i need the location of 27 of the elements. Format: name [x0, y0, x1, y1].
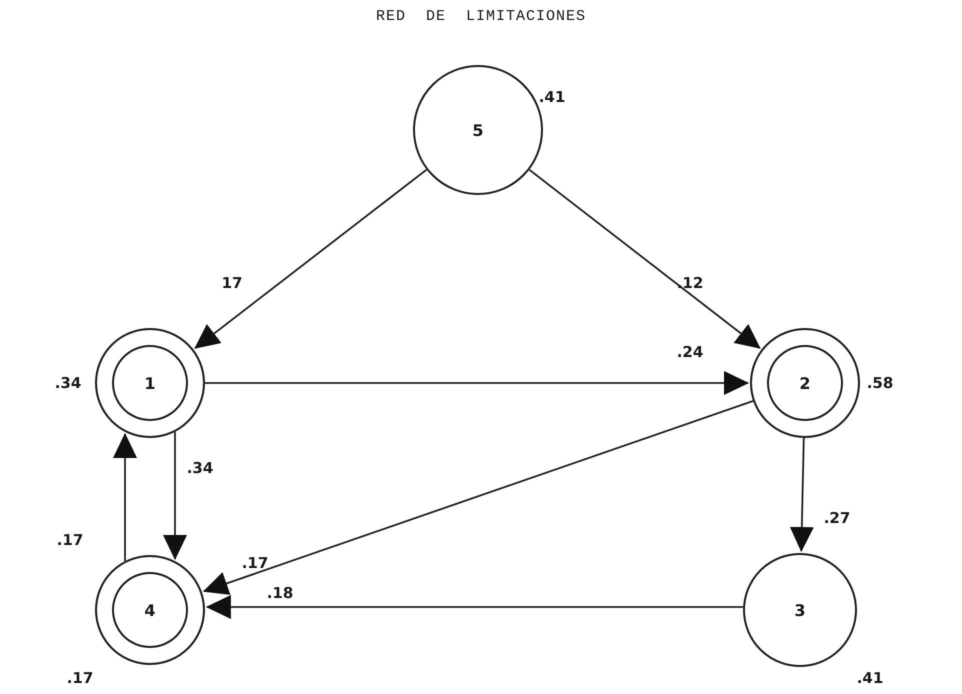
arrow	[202, 400, 754, 595]
diagram-title: RED DE LIMITACIONES	[374, 8, 588, 25]
node-number: 4	[144, 600, 156, 620]
arrow	[113, 433, 137, 561]
edge-label: .24	[676, 343, 704, 361]
arrow	[163, 432, 187, 560]
node-value: .41	[538, 88, 566, 106]
node-value: .34	[54, 374, 82, 392]
node-number: 1	[144, 374, 156, 392]
edge-label: .34	[186, 459, 214, 477]
arrow	[790, 438, 814, 552]
edge-label: 17	[222, 274, 242, 292]
arrow	[194, 168, 428, 349]
edge-label: .27	[824, 509, 850, 527]
node-value: .41	[856, 669, 884, 687]
edge-label: .17	[242, 554, 268, 572]
node-value: .17	[66, 669, 94, 687]
arrow	[206, 595, 744, 619]
edge-label: .17	[56, 531, 84, 549]
arrow	[205, 371, 749, 395]
node-number: 2	[799, 374, 811, 392]
node-number: 3	[794, 600, 806, 620]
edge-label: .12	[676, 274, 704, 292]
arrow	[528, 169, 761, 349]
node-number: 5	[472, 120, 484, 140]
node-value: .58	[866, 374, 894, 392]
edge-label: .18	[266, 584, 294, 602]
